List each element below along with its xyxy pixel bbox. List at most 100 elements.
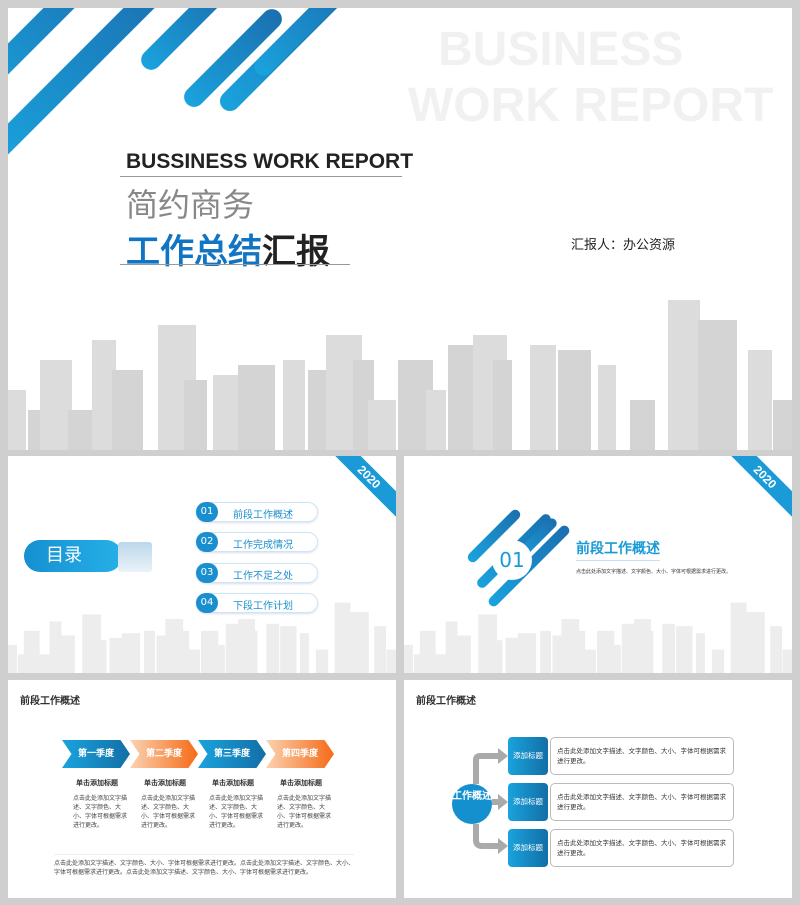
building (8, 390, 26, 450)
building (8, 644, 17, 673)
section-title: 前段工作概述 (576, 538, 660, 561)
quarter-4-title: 单击添加标题 (280, 779, 322, 787)
item-2-desc: 点击此处添加文字描述、文字颜色、大小、字体可根据需求进行更改。 (550, 783, 734, 821)
building (695, 633, 705, 673)
building (561, 619, 580, 673)
building (334, 602, 351, 673)
building (186, 649, 201, 673)
building (109, 637, 125, 673)
building (621, 623, 636, 673)
building (455, 635, 471, 673)
quarter-1-desc: 点击此处添加文字描述、文字颜色、大小、字体可根据需求进行更改。 (73, 795, 128, 829)
skyline-image (404, 602, 792, 673)
building (558, 350, 591, 450)
building (59, 635, 75, 673)
building (178, 630, 190, 673)
building (299, 633, 309, 673)
item-1-tag: 添加标题 (508, 737, 548, 775)
building (95, 640, 107, 673)
slide-cover[interactable]: BUSINESS WORK REPORT BUSSINESS WORK REPO… (8, 8, 792, 450)
building (644, 630, 654, 673)
quarter-2-title: 单击添加标题 (144, 779, 186, 787)
section-number: 01 (492, 540, 532, 580)
building (315, 649, 329, 673)
connector-arrows (473, 748, 508, 854)
quarter-3-title: 单击添加标题 (212, 779, 254, 787)
building (404, 644, 413, 673)
slide-quarters[interactable]: 前段工作概述 第一季度 第二季度 第三季度 第四季度 单击添加标题 单击添加标题… (8, 680, 396, 898)
person-illustration (118, 542, 152, 572)
building (770, 626, 783, 673)
slide-overview[interactable]: 前段工作概述 工作概述 点击此处添加文字描述、文字颜色、大小、字体可根据需求进行… (404, 680, 792, 898)
building (662, 623, 676, 673)
building (280, 626, 297, 673)
building (610, 644, 621, 673)
building (368, 400, 396, 450)
quarter-1-chevron: 第一季度 (62, 740, 130, 768)
reporter: 汇报人：办公资源 (571, 238, 676, 253)
quarter-3-desc: 点击此处添加文字描述、文字颜色、大小、字体可根据需求进行更改。 (209, 795, 264, 829)
year-ribbon: 2020 (323, 456, 396, 523)
building (711, 649, 725, 673)
building (630, 400, 655, 450)
building (698, 320, 737, 450)
building (597, 630, 615, 673)
building (121, 633, 141, 673)
slide-heading: 前段工作概述 (20, 696, 80, 707)
building (225, 623, 240, 673)
quarter-4-chevron: 第四季度 (266, 740, 334, 768)
slide-heading: 前段工作概述 (416, 696, 476, 707)
building (283, 360, 305, 450)
building (184, 380, 207, 450)
watermark-line1: BUSINESS (438, 23, 684, 76)
quarter-1-title: 单击添加标题 (76, 779, 118, 787)
building (266, 623, 280, 673)
building (112, 370, 143, 450)
building (745, 612, 765, 673)
building (505, 637, 521, 673)
building (214, 644, 225, 673)
quarter-2-chevron: 第二季度 (130, 740, 198, 768)
item-3-tag: 添加标题 (508, 829, 548, 867)
building (540, 630, 551, 673)
building (782, 649, 792, 673)
building (40, 360, 72, 450)
item-1-desc: 点击此处添加文字描述、文字颜色、大小、字体可根据需求进行更改。 (550, 737, 734, 775)
building (748, 350, 772, 450)
footer-text: 点击此处添加文字描述、文字颜色、大小、字体可根据需求进行更改。点击此处添加文字描… (54, 854, 354, 877)
skyline-image (8, 300, 792, 450)
slide-section[interactable]: 2020 01 前段工作概述 点击此处添加文字描述、文字颜色、大小、字体可根据需… (404, 456, 792, 673)
building (773, 400, 792, 450)
skyline-image (8, 602, 396, 673)
quarter-3-chevron: 第三季度 (198, 740, 266, 768)
hub-circle: 工作概述 (452, 784, 492, 824)
building (491, 640, 503, 673)
year-ribbon: 2020 (719, 456, 792, 523)
building (676, 626, 693, 673)
building (530, 345, 556, 450)
building (23, 630, 40, 673)
building (248, 630, 258, 673)
watermark-line2: WORK REPORT (408, 79, 774, 132)
building (582, 649, 597, 673)
main-title: 工作总结汇报 (126, 232, 330, 272)
quarter-2-desc: 点击此处添加文字描述、文字颜色、大小、字体可根据需求进行更改。 (141, 795, 196, 829)
building (419, 630, 436, 673)
building (144, 630, 155, 673)
building (49, 621, 62, 673)
building (574, 630, 586, 673)
building (349, 612, 369, 673)
subtitle: 简约商务 (126, 186, 255, 224)
toc-heading: 目录 (24, 540, 122, 572)
building (426, 390, 446, 450)
item-3-desc: 点击此处添加文字描述、文字颜色、大小、字体可根据需求进行更改。 (550, 829, 734, 867)
building (730, 602, 747, 673)
building (598, 365, 616, 450)
building (493, 360, 512, 450)
building (238, 365, 275, 450)
